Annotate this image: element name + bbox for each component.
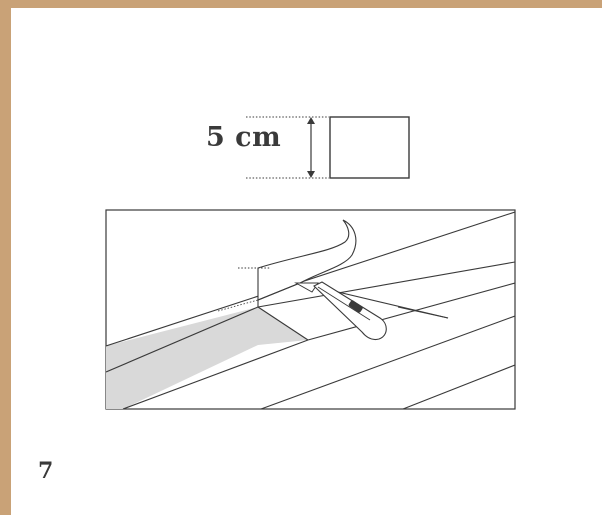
dimension-arrow-icon	[246, 116, 329, 179]
measure-label: 5 cm	[206, 122, 282, 153]
tape-flap	[257, 219, 357, 301]
sample-square	[329, 116, 410, 179]
step-number: 7	[38, 458, 54, 484]
cutter-knife-icon	[294, 281, 387, 341]
shaded-strip	[106, 307, 308, 409]
tape-scene	[106, 211, 515, 409]
